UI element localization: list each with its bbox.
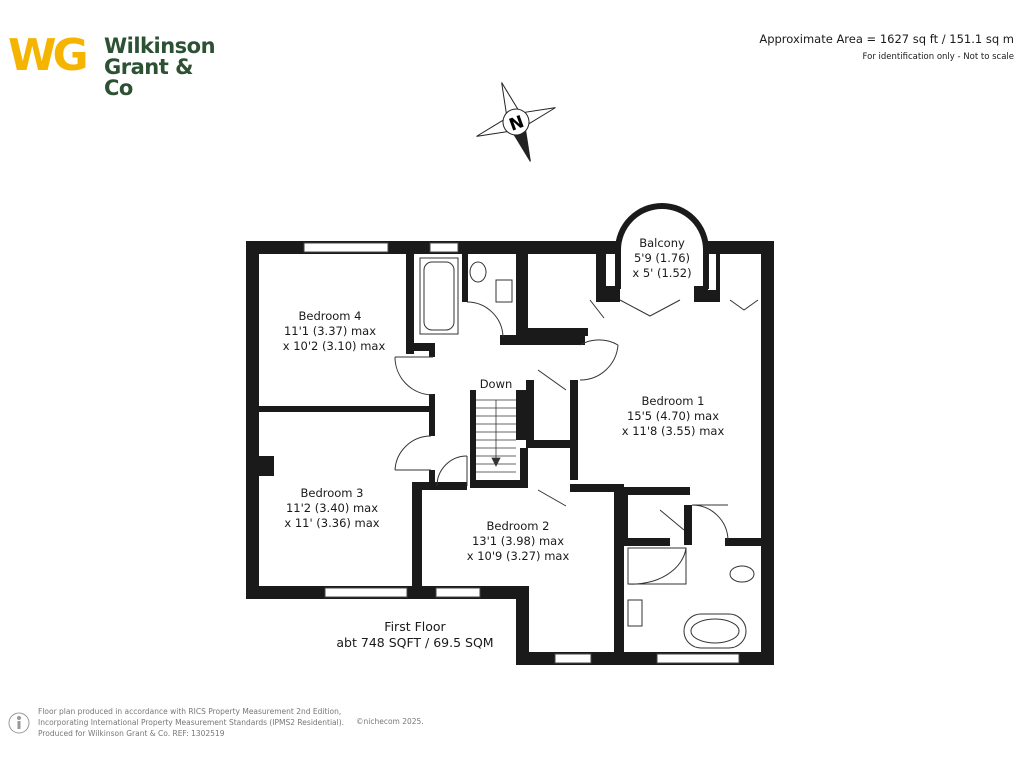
doors (394, 299, 759, 541)
windows (303, 242, 740, 664)
footer-disclaimer: Floor plan produced in accordance with R… (38, 706, 344, 739)
bedroom3-label: Bedroom 3 (301, 486, 364, 500)
staircase (476, 399, 516, 473)
bedroom3-dim2: x 11' (3.36) max (284, 516, 379, 530)
logo-mark: WG (8, 30, 89, 81)
bedroom1-dim1: 15'5 (4.70) max (627, 409, 719, 423)
balcony-dim2: x 5' (1.52) (632, 266, 691, 280)
bedroom3-dim1: 11'2 (3.40) max (286, 501, 378, 515)
footer-line1: Floor plan produced in accordance with R… (38, 707, 342, 716)
footer-line3: Produced for Wilkinson Grant & Co. REF: … (38, 729, 225, 738)
bedroom4-dim1: 11'1 (3.37) max (284, 324, 376, 338)
bathroom-fixtures (419, 257, 755, 649)
floor-name: First Floor (384, 619, 446, 634)
basin-icon (495, 279, 513, 303)
floor-area: abt 748 SQFT / 69.5 SQM (336, 635, 493, 650)
footer-line2: Incorporating International Property Mea… (38, 718, 345, 727)
walls (246, 241, 774, 665)
ensuite-toilet-icon (729, 565, 755, 583)
bedroom2-dim2: x 10'9 (3.27) max (467, 549, 570, 563)
logo-name-line1: Wilkinson (104, 34, 216, 58)
balcony-outline (615, 203, 709, 289)
bath-icon (419, 257, 459, 335)
compass-label: N (507, 112, 527, 136)
stairs-label: Down (480, 377, 513, 391)
bedroom4-label: Bedroom 4 (299, 309, 362, 323)
bedroom2-label: Bedroom 2 (487, 519, 550, 533)
person-icon (8, 712, 30, 734)
ensuite-bath-icon (683, 613, 747, 649)
compass-icon (476, 82, 556, 162)
brand-logo: WG Wilkinson Grant & Co (8, 30, 218, 99)
bedroom2-dim1: 13'1 (3.98) max (472, 534, 564, 548)
balcony-label: Balcony (639, 236, 685, 250)
bedroom4-dim2: x 10'2 (3.10) max (283, 339, 386, 353)
approximate-area: Approximate Area = 1627 sq ft / 151.1 sq… (759, 32, 1014, 46)
toilet-icon (469, 261, 487, 283)
logo-wordmark: Wilkinson Grant & Co (104, 36, 218, 99)
scale-note: For identification only - Not to scale (862, 52, 1014, 62)
bedroom1-dim2: x 11'8 (3.55) max (622, 424, 725, 438)
footer-credit: ©nichecom 2025. (356, 717, 424, 726)
logo-name-line2: Grant & Co (104, 55, 193, 100)
ensuite-basin-icon (627, 599, 643, 627)
bedroom1-label: Bedroom 1 (642, 394, 705, 408)
shower-icon (627, 547, 687, 585)
balcony-dim1: 5'9 (1.76) (634, 251, 690, 265)
